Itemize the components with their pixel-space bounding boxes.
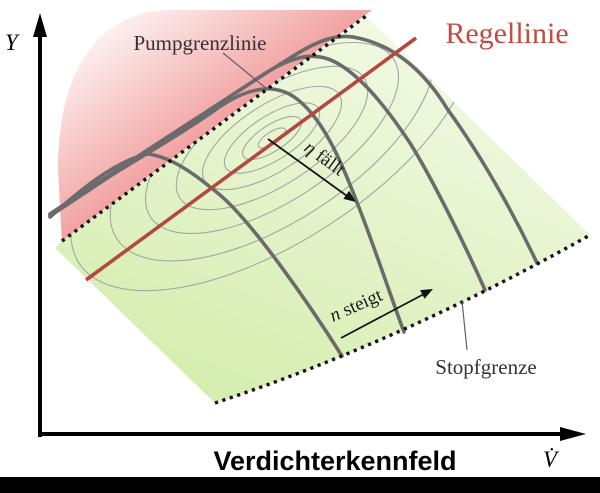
efficiency-arrow xyxy=(267,138,356,202)
surge-label-pointer xyxy=(222,52,268,90)
y-axis xyxy=(33,13,47,437)
control-line xyxy=(84,36,418,282)
contour-ring xyxy=(242,115,302,161)
surge-dotted-line xyxy=(60,14,368,243)
choke-label-pointer xyxy=(461,300,468,351)
speed-line-4 xyxy=(48,34,539,265)
map-region xyxy=(55,16,590,403)
efficiency-arrow-head-icon xyxy=(343,190,356,202)
x-axis-arrow-icon xyxy=(560,427,586,441)
speed-line-2 xyxy=(48,87,406,334)
y-axis-label: Y xyxy=(5,30,20,55)
figure-title: Verdichterkennfeld xyxy=(213,446,456,476)
speed-arrow-head-icon xyxy=(420,289,433,299)
x-axis-label: V̇ xyxy=(543,447,560,472)
x-axis xyxy=(38,427,586,441)
surge-line-label: Pumpgrenzlinie xyxy=(134,31,267,55)
speed-line-1 xyxy=(48,152,344,358)
choke-line-label: Stopfgrenze xyxy=(435,355,536,379)
control-line-label: Regellinie xyxy=(445,17,568,50)
choke-dotted-line xyxy=(214,233,591,405)
speed-arrow xyxy=(340,289,433,339)
y-axis-arrow-icon xyxy=(33,13,47,37)
bottom-bar xyxy=(0,477,600,493)
